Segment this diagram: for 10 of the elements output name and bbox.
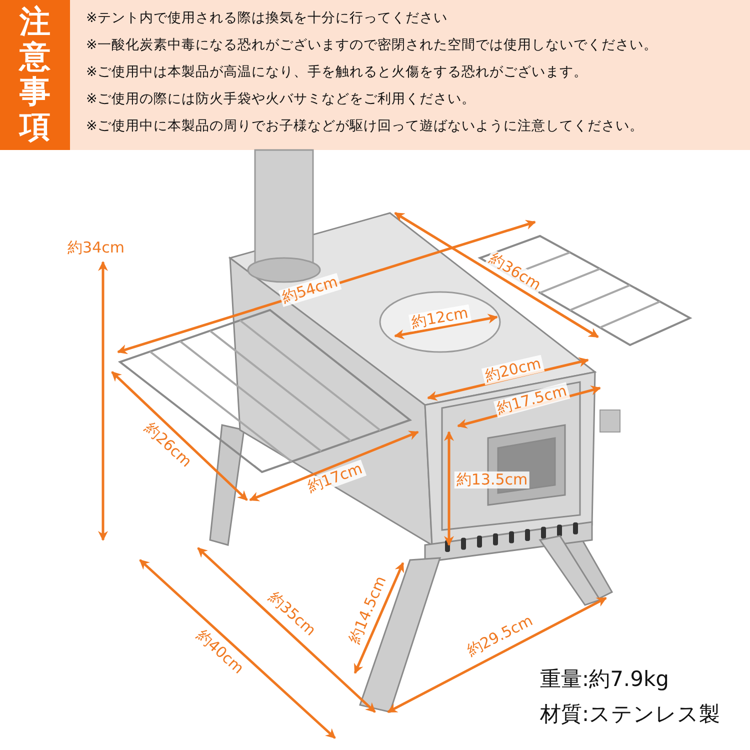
spec-text: 材質:ステンレス製	[540, 701, 720, 728]
warning-note: ※テント内で使用される際は換気を十分に行ってください	[86, 9, 448, 27]
warning-note: ※ご使用中に本製品の周りでお子様などが駆け回って遊ばないように注意してください。	[86, 117, 644, 135]
warning-note: ※ご使用の際には防火手袋や火バサミなどをご利用ください。	[86, 90, 476, 108]
notice-heading: 注意事項	[19, 5, 51, 145]
spec-text: 重量:約7.9kg	[540, 666, 669, 693]
dimension-label: 約34cm	[66, 240, 126, 256]
dimension-label: 約13.5cm	[454, 472, 530, 488]
warning-note: ※一酸化炭素中毒になる恐れがございますので密閉された空間では使用しないでください。	[86, 36, 658, 54]
warning-note: ※ご使用中は本製品が高温になり、手を触れると火傷をする恐れがございます。	[86, 63, 588, 81]
